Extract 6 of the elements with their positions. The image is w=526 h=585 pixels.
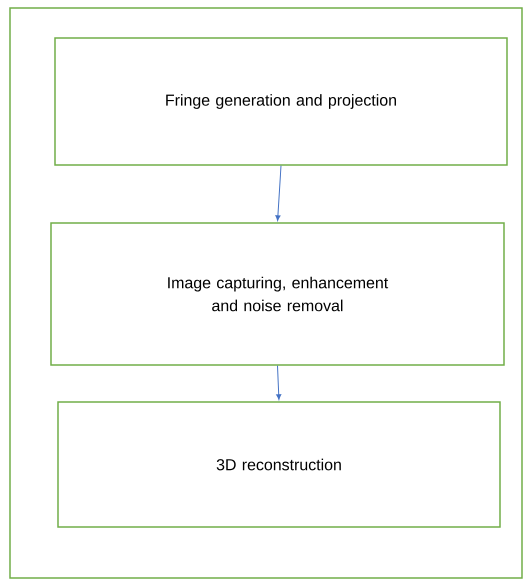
arrow (275, 165, 282, 221)
process-box: Fringe generation and projection (54, 37, 508, 166)
frame-box (9, 7, 523, 579)
process-box: Image capturing, enhancement and noise removal (50, 222, 505, 366)
arrow (276, 365, 282, 400)
process-box: 3D reconstruction (57, 401, 501, 528)
